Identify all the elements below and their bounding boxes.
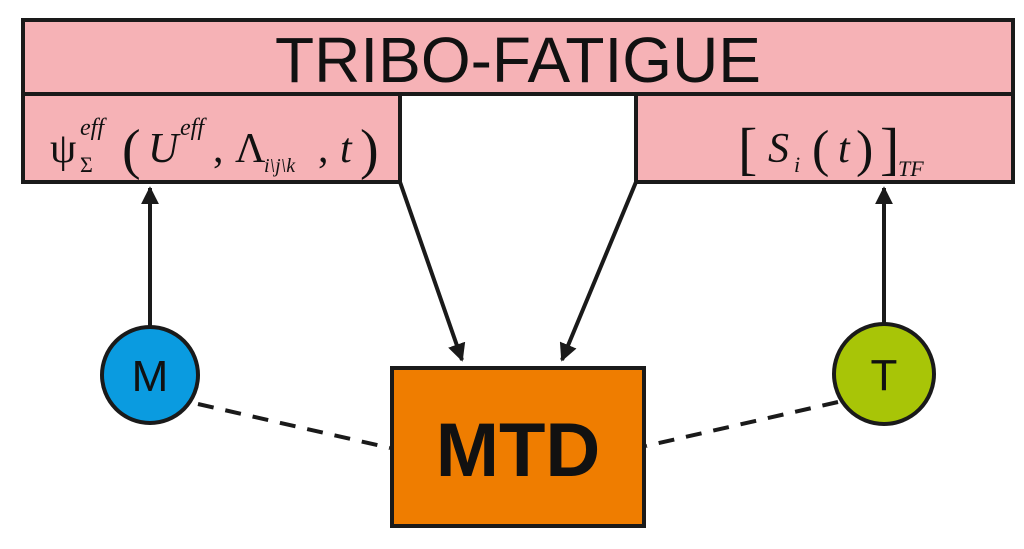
m-circle — [100, 325, 200, 425]
left-formula-box — [21, 92, 402, 184]
t-symbol-right: t — [838, 126, 851, 172]
bracket-close: ] — [880, 116, 899, 181]
u-symbol: U — [148, 126, 181, 172]
u-superscript: eff — [180, 115, 207, 141]
bracket-subscript: TF — [898, 156, 924, 181]
s-subscript: i — [794, 152, 800, 177]
dashed-link-t-mtd — [645, 400, 839, 448]
arrow-left-header-to-mtd — [398, 181, 466, 362]
dashed-link-m-mtd — [197, 402, 391, 450]
t-circle — [832, 322, 936, 426]
right-formula: [ S i ( t ) ] TF — [738, 116, 924, 181]
comma-2: , — [318, 126, 329, 172]
mtd-box-label: MTD — [436, 408, 601, 493]
paren-open-right: ( — [812, 121, 829, 178]
arrow-right-header-to-mtd — [559, 181, 638, 362]
psi-symbol: ψ — [50, 126, 76, 172]
psi-superscript: eff — [80, 115, 107, 141]
m-circle-label: M — [132, 352, 169, 401]
mtd-box — [390, 366, 646, 528]
lambda-symbol: Λ — [235, 126, 266, 172]
t-circle-label: T — [871, 351, 898, 400]
comma-1: , — [213, 126, 224, 172]
t-symbol: t — [340, 126, 353, 172]
header-title-box — [21, 18, 1015, 96]
s-symbol: S — [768, 126, 789, 172]
lambda-subscript: i\j\k — [264, 155, 296, 177]
psi-subscript: Σ — [80, 152, 93, 177]
paren-close-right: ) — [856, 121, 873, 178]
right-formula-box — [634, 92, 1015, 184]
header-title: TRIBO-FATIGUE — [275, 24, 761, 96]
left-formula: ψ eff Σ ( U eff , Λ i\j\k , t ) — [50, 115, 379, 181]
bracket-open: [ — [738, 116, 757, 181]
paren-open: ( — [122, 119, 141, 181]
paren-close: ) — [360, 119, 379, 181]
